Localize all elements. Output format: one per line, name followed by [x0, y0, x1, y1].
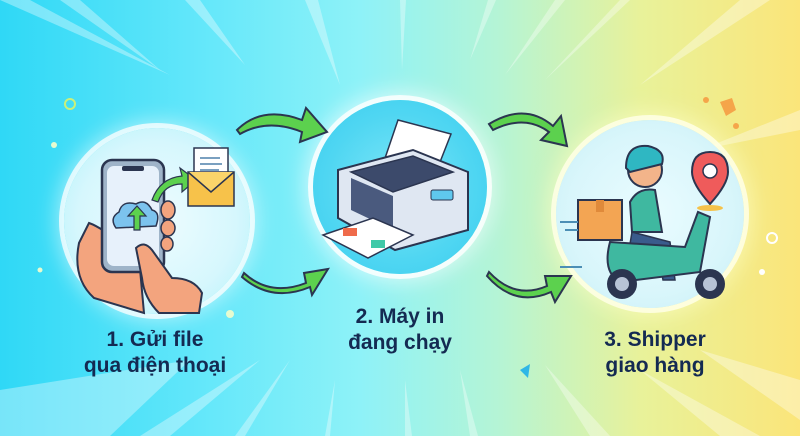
arrow-2-to-3-bottom — [485, 270, 573, 305]
step-1-label: 1. Gửi file qua điện thoại — [60, 327, 250, 379]
step-1-label-line2: qua điện thoại — [83, 354, 227, 377]
step-2-label: 2. Máy in đang chạy — [300, 304, 500, 356]
step-1-label-line1: 1. Gửi file — [106, 328, 204, 351]
step-3-label: 3. Shipper giao hàng — [560, 327, 750, 379]
step-3-label-line2: giao hàng — [605, 354, 705, 377]
package-icon — [577, 199, 623, 241]
phone-upload-illustration — [76, 147, 235, 315]
arrow-2-to-3-top — [487, 112, 569, 148]
envelope-document-icon — [187, 147, 235, 207]
printer-illustration — [321, 119, 469, 259]
arrow-1-to-2-bottom — [240, 267, 331, 298]
step-2-label-line2: đang chạy — [348, 331, 452, 354]
delivery-scooter-illustration — [560, 97, 739, 299]
step-3-label-line1: 3. Shipper — [604, 328, 706, 351]
arrow-1-to-2-top — [235, 106, 329, 144]
step-2-label-line1: 2. Máy in — [355, 305, 445, 328]
